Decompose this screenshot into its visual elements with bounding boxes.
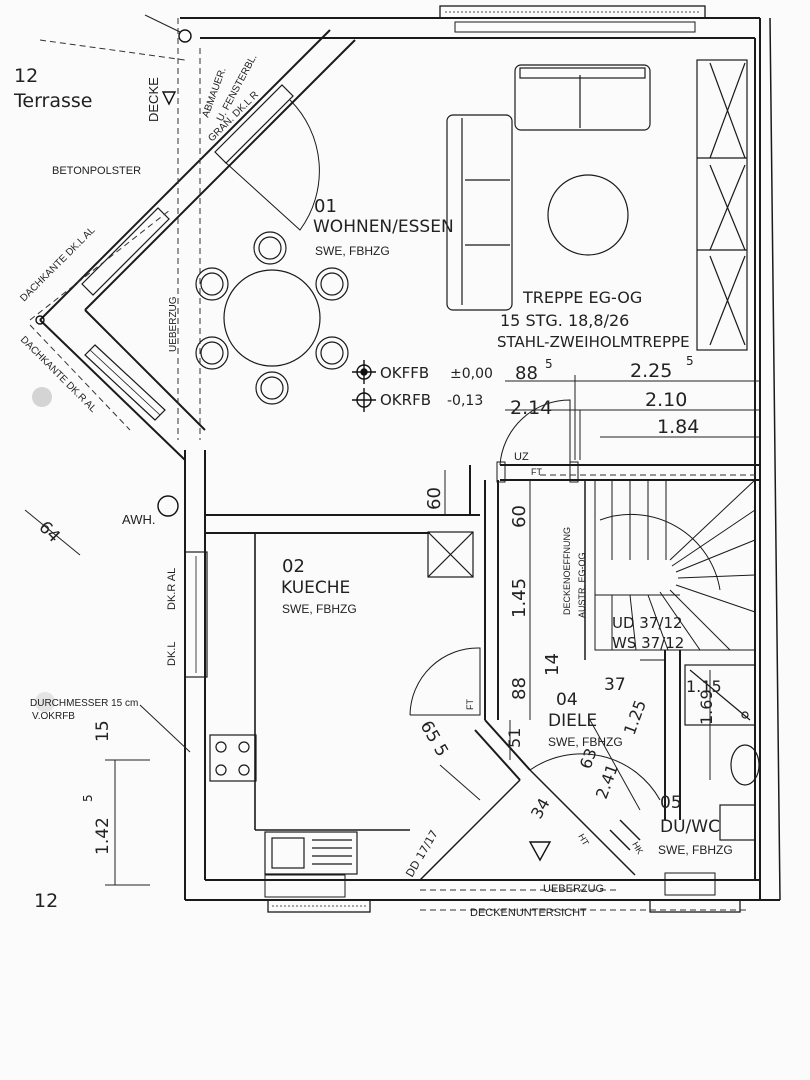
dim-2-10: 2.10: [645, 389, 687, 411]
sofa-top: [514, 64, 651, 131]
label-uz: UZ: [514, 451, 529, 463]
label-ueberzug-horizontal: UEBERZUG: [543, 883, 604, 895]
level-okrfb-value: -0,13: [447, 393, 483, 409]
dim-2-41: 2.41: [592, 761, 622, 801]
dimension-lines: [24, 14, 760, 886]
dim-60-a: 60: [424, 487, 445, 510]
label-durchmesser: DURCHMESSER 15 cm: [30, 698, 138, 709]
stairs-ws: WS 37/12: [612, 634, 684, 652]
room-diele-info: SWE, FBHZG: [548, 735, 623, 749]
dining-table: [223, 269, 321, 367]
label-deckenoeffnung: DECKENOEFFNUNG: [562, 527, 572, 615]
stairs-line1: TREPPE EG-OG: [522, 288, 642, 307]
stairs-symbol: [594, 479, 756, 651]
level-okffb-value: ±0,00: [450, 366, 493, 382]
label-ht: HT: [576, 832, 591, 848]
shelving-right: [696, 59, 748, 351]
dim-63: 63: [576, 746, 601, 772]
dim-34: 34: [527, 795, 554, 822]
stairs-line3: STAHL-ZWEIHOLMTREPPE: [497, 333, 690, 351]
label-ft-diele: FT: [465, 699, 475, 710]
dashed-lines: [29, 18, 760, 911]
dim-1-42-5: 1.42: [93, 817, 113, 855]
level-okffb-label: OKFFB: [380, 364, 429, 382]
toilet: [719, 804, 756, 841]
dim-65-5: 65 5: [416, 718, 452, 761]
room-kueche-number: 02: [282, 556, 305, 577]
dim-15: 15: [93, 720, 113, 742]
outer-walls: [39, 5, 781, 913]
label-hk: HK: [630, 840, 645, 856]
dim-88-5: 88: [515, 363, 538, 384]
room-duwc-number: 05: [660, 793, 682, 813]
washbasin: [730, 744, 760, 786]
terrace-label: Terrasse: [13, 90, 93, 112]
room-diele-name: DIELE: [548, 711, 597, 731]
label-austr: AUSTR. EG-OG: [577, 552, 587, 618]
label-ueberzug-vertical: UEBERZUG: [168, 296, 179, 352]
kitchen-cabinet: [427, 531, 474, 578]
label-deckenuntersicht: DECKENUNTERSICHT: [470, 907, 587, 919]
punch-hole-bottom: [35, 692, 55, 712]
room-kueche-name: KUECHE: [281, 578, 350, 598]
dim-14: 14: [542, 653, 563, 676]
shower-tray: [684, 664, 756, 726]
room-duwc-name: DU/WC: [660, 817, 720, 837]
dim-1-25: 1.25: [620, 697, 650, 737]
label-v-okrfb: V.OKRFB: [32, 711, 75, 722]
corner-marker: [178, 29, 192, 43]
doors: [224, 99, 666, 801]
entrance-arrow: [528, 841, 552, 862]
label-dachkante-r: DACHKANTE DK.R AL: [18, 334, 99, 415]
room-diele-number: 04: [556, 690, 578, 710]
diagonal-windows: [81, 84, 294, 421]
stairs-ud: UD 37/12: [612, 614, 683, 632]
room-duwc-info: SWE, FBHZG: [658, 843, 733, 857]
dim-88-5-sup: 5: [545, 357, 553, 371]
dim-2-25: 2.25: [630, 360, 672, 382]
room-wohnen-info: SWE, FBHZG: [315, 244, 390, 258]
dim-60-b: 60: [509, 505, 530, 528]
dining-chairs: [195, 231, 349, 405]
dim-2-14: 2.14: [510, 397, 552, 419]
terrace-number: 12: [14, 65, 38, 87]
dim-1-84: 1.84: [657, 416, 699, 438]
dim-2-25-sup: 5: [686, 354, 694, 368]
label-ft-top: FT: [531, 467, 542, 477]
coffee-table: [547, 174, 629, 256]
dim-1-15: 1.15: [686, 677, 722, 696]
furniture: [195, 59, 760, 875]
punch-hole-top: [32, 387, 52, 407]
dim-88-b: 88: [509, 677, 530, 700]
room-wohnen-number: 01: [314, 196, 337, 217]
label-decke: DECKE: [146, 77, 161, 122]
stairs-line2: 15 STG. 18,8/26: [500, 311, 629, 330]
kitchen-stove: [209, 734, 257, 782]
label-awh: AWH.: [122, 512, 155, 527]
label-betonpolster: BETONPOLSTER: [52, 165, 141, 177]
label-dd: DD 17/17: [403, 828, 440, 880]
label-dkr-al: DK.R AL: [166, 568, 178, 610]
bottom-number: 12: [34, 890, 58, 912]
sofa-left: [446, 114, 513, 311]
dim-1-69: 1.69: [697, 689, 716, 725]
label-dkl: DK.L: [166, 642, 178, 666]
level-markers: [35, 29, 552, 862]
text-layer: 12 Terrasse DECKE ABMAUER. U. FENSTERBL.…: [13, 52, 733, 919]
dim-37-5: 37: [604, 675, 626, 695]
level-okrfb-label: OKRFB: [380, 391, 431, 409]
room-kueche-info: SWE, FBHZG: [282, 602, 357, 616]
label-dachkante-l: DACHKANTE DK.L AL: [18, 225, 97, 304]
room-wohnen-name: WOHNEN/ESSEN: [313, 217, 454, 237]
dim-1-45: 1.45: [509, 578, 530, 618]
dim-1-42-5-sup: 5: [81, 794, 95, 802]
dim-51: 51: [505, 728, 524, 748]
kitchen-sink: [264, 831, 358, 875]
